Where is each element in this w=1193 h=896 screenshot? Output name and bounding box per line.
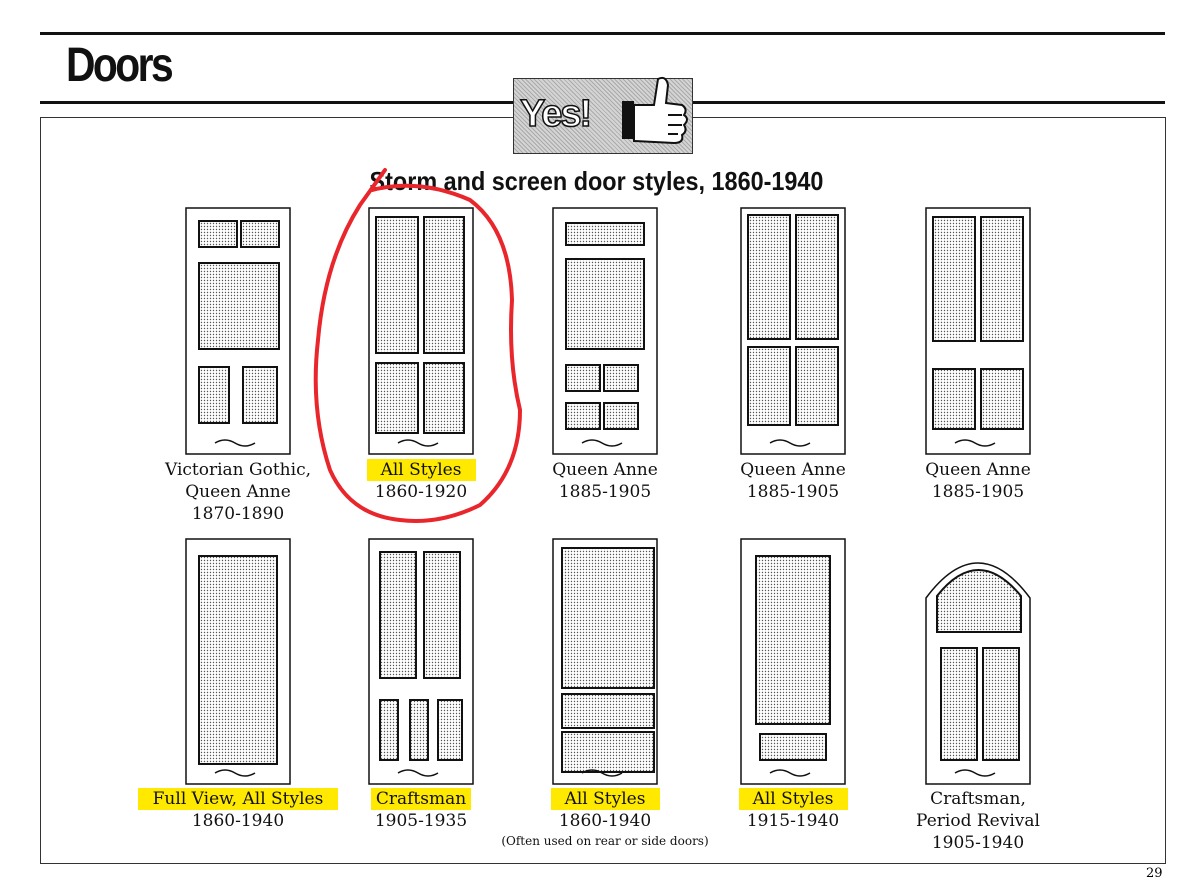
door-caption: 1905-1935 [374,811,468,831]
door-note: (Often used on rear or side doors) [501,834,709,848]
door-caption: 1915-1940 [746,811,840,831]
door-caption: 1885-1905 [746,482,840,502]
door-illustration [185,538,291,785]
door-caption: All Styles [564,789,646,809]
door-caption: 1870-1890 [191,504,285,524]
door-illustration [368,207,474,455]
door-illustration [185,207,291,455]
door-illustration [740,207,846,455]
section-title: Storm and screen door styles, 1860-1940 [369,166,824,196]
yellow-highlight [738,788,848,810]
door-caption: Queen Anne [552,460,658,480]
top-rule [40,32,1165,35]
door-illustration [925,207,1031,455]
badge-text: Yes! [519,92,593,136]
door-caption: Queen Anne [185,482,291,502]
door-caption: Queen Anne [740,460,846,480]
door-illustration [925,562,1031,785]
page-number: 29 [1146,866,1163,881]
door-illustration [552,538,658,785]
door-caption: Period Revival [916,811,1040,831]
door-caption: 1885-1905 [558,482,652,502]
yellow-highlight [138,788,338,810]
door-caption: Craftsman [375,789,467,809]
door-caption: Full View, All Styles [152,789,324,809]
door-caption: 1885-1905 [931,482,1025,502]
page-heading: Doors [66,39,174,92]
yellow-highlight [550,788,660,810]
thumbs-up-icon [622,76,688,145]
door-caption: Victorian Gothic, [164,460,311,480]
door-caption: Craftsman, [930,789,1026,809]
door-illustration [552,207,658,455]
yellow-highlight [371,788,471,810]
door-caption: Queen Anne [925,460,1031,480]
door-caption: All Styles [752,789,834,809]
door-caption: 1860-1940 [191,811,285,831]
door-caption: 1860-1940 [558,811,652,831]
door-illustration [368,538,474,785]
yes-badge: Yes! [513,76,693,154]
door-illustration [740,538,846,785]
door-caption: 1905-1940 [931,833,1025,853]
